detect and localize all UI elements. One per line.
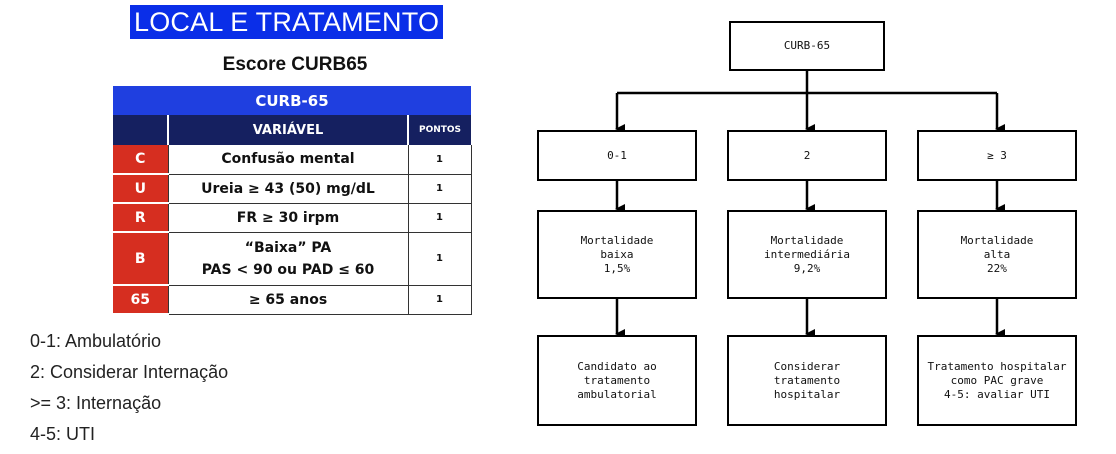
row-letter: R — [113, 203, 168, 233]
flowchart-connectors — [615, 70, 1005, 339]
row-variable-line: PAS < 90 ou PAD ≤ 60 — [201, 261, 375, 278]
flow-mortality-line: 22% — [987, 261, 1007, 275]
row-variable: ≥ 65 anos — [167, 285, 408, 315]
table-title-row: CURB-65 — [113, 86, 472, 115]
header-points: PONTOS — [406, 115, 472, 145]
flow-recommendation-line: como PAC grave — [950, 373, 1044, 387]
table-row: C Confusão mental 1 — [113, 145, 472, 175]
row-points: 1 — [407, 232, 472, 286]
flow-root-label: CURB-65 — [783, 39, 831, 52]
flow-mortality-line: intermediária — [763, 247, 851, 261]
legend-item: 4-5: UTI — [30, 424, 96, 444]
row-points: 1 — [407, 285, 472, 315]
flow-recommendation-line: Tratamento hospitalar — [927, 359, 1067, 373]
header-letter-cell — [113, 115, 168, 145]
table-row: R FR ≥ 30 irpm 1 — [113, 203, 472, 233]
row-variable-line: “Baixa” PA — [244, 239, 332, 256]
flow-recommendation-box: Candidato ao tratamento ambulatorial — [537, 335, 697, 426]
row-letter: 65 — [113, 285, 168, 315]
row-points: 1 — [407, 203, 472, 233]
flow-recommendation-line: Candidato ao — [577, 359, 657, 373]
table-header-row: VARIÁVEL PONTOS — [113, 115, 472, 145]
legend-item: >= 3: Internação — [30, 393, 162, 413]
row-variable-line: ≥ 65 anos — [248, 291, 328, 308]
flow-recommendation-box: Tratamento hospitalar como PAC grave 4-5… — [917, 335, 1077, 426]
row-variable: Ureia ≥ 43 (50) mg/dL — [167, 174, 408, 204]
legend-item: 0-1: Ambulatório — [30, 331, 162, 351]
row-variable-line: FR ≥ 30 irpm — [236, 209, 340, 226]
flow-recommendation-line: 4-5: avaliar UTI — [944, 387, 1050, 401]
row-points: 1 — [407, 145, 472, 175]
flow-recommendation-line: tratamento — [583, 373, 651, 387]
flow-mortality-box: Mortalidade alta 22% — [917, 210, 1077, 299]
flow-mortality-box: Mortalidade baixa 1,5% — [537, 210, 697, 299]
table-row: U Ureia ≥ 43 (50) mg/dL 1 — [113, 174, 472, 204]
table-row: 65 ≥ 65 anos 1 — [113, 285, 472, 315]
flow-root-box: CURB-65 — [729, 21, 885, 71]
flow-mortality-line: Mortalidade — [580, 233, 654, 247]
flow-recommendation-line: tratamento — [773, 373, 841, 387]
row-variable-line: Ureia ≥ 43 (50) mg/dL — [201, 180, 375, 197]
flow-score-box: 2 — [727, 130, 887, 181]
flow-mortality-line: 1,5% — [603, 261, 631, 275]
row-variable: Confusão mental — [167, 145, 408, 175]
flow-mortality-line: alta — [983, 247, 1011, 261]
row-variable: “Baixa” PA PAS < 90 ou PAD ≤ 60 — [167, 232, 408, 286]
table-row: B “Baixa” PA PAS < 90 ou PAD ≤ 60 1 — [113, 232, 472, 286]
flow-score-label: 2 — [803, 148, 811, 162]
row-letter: C — [113, 145, 168, 175]
flow-mortality-line: 9,2% — [793, 261, 821, 275]
curb65-table: CURB-65 VARIÁVEL PONTOS C Confusão menta… — [113, 86, 472, 315]
flow-score-box: ≥ 3 — [917, 130, 1077, 181]
table-title: CURB-65 — [113, 86, 472, 115]
flow-recommendation-line: Considerar — [773, 359, 841, 373]
flow-score-label: ≥ 3 — [987, 148, 1007, 162]
flow-mortality-line: Mortalidade — [960, 233, 1034, 247]
flow-recommendation-line: ambulatorial — [577, 387, 657, 401]
flow-mortality-box: Mortalidade intermediária 9,2% — [727, 210, 887, 299]
flow-score-box: 0-1 — [537, 130, 697, 181]
flow-mortality-line: Mortalidade — [770, 233, 844, 247]
flow-score-label: 0-1 — [607, 148, 627, 162]
row-letter: B — [113, 232, 168, 286]
row-letter: U — [113, 174, 168, 204]
flow-recommendation-box: Considerar tratamento hospitalar — [727, 335, 887, 426]
page-heading: LOCAL E TRATAMENTO — [130, 5, 444, 39]
row-variable-line: Confusão mental — [221, 151, 355, 168]
header-variable: VARIÁVEL — [167, 115, 408, 145]
row-variable: FR ≥ 30 irpm — [167, 203, 408, 233]
score-subheading: Escore CURB65 — [222, 54, 368, 75]
disposition-legend: 0-1: Ambulatório 2: Considerar Internaçã… — [30, 330, 228, 454]
flow-mortality-line: baixa — [600, 247, 634, 261]
legend-item: 2: Considerar Internação — [30, 362, 229, 382]
flow-recommendation-line: hospitalar — [773, 387, 841, 401]
row-points: 1 — [407, 174, 472, 204]
